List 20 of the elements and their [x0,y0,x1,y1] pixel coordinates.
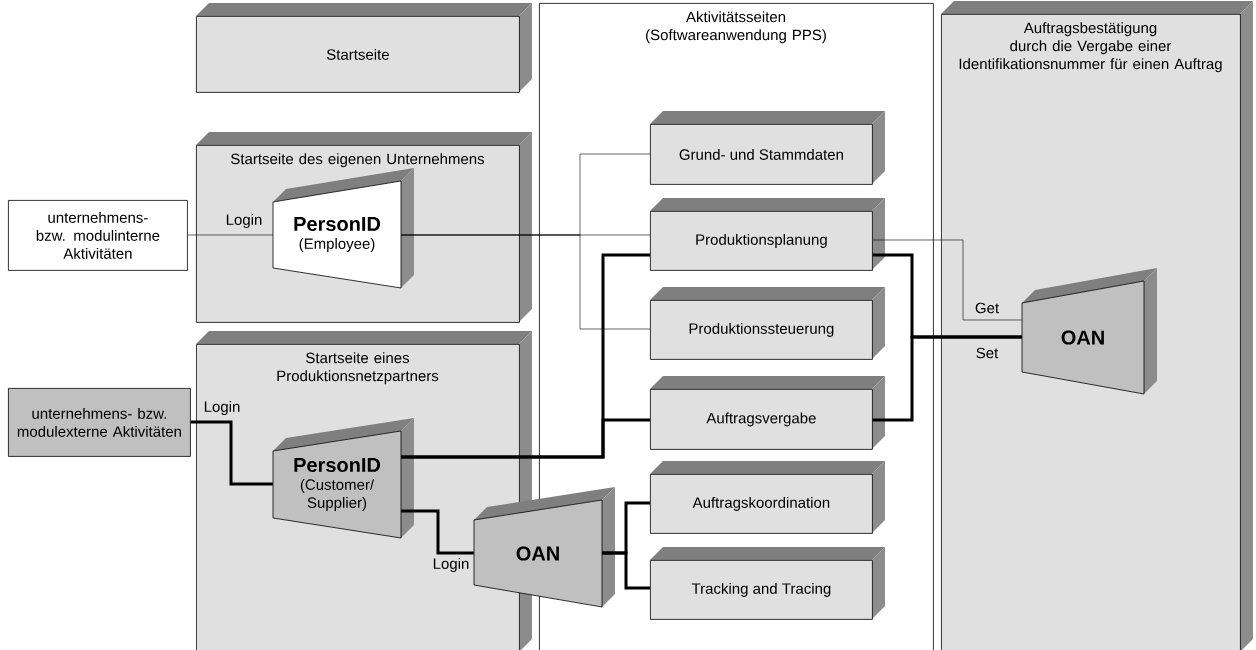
connector-line [190,420,273,486]
page-box: Produktionsplanung [650,198,885,271]
connector-line [872,335,1022,422]
activity-box: unternehmens- bzw. modulinterne Aktivitäten [8,200,188,271]
activity-box: unternehmens- bzw. modulexterne Aktivitäten [8,388,191,457]
page-box: Auftragskoordination [650,461,885,534]
page-box: Grund- und Stammdaten [650,111,885,185]
edge-label: Login [431,557,471,573]
edge-label: Login [202,400,242,416]
connector-line [401,418,650,459]
connector-line [872,239,1023,321]
page-box: Tracking and Tracing [650,547,885,620]
page-box: Startseite [196,3,532,93]
page-box: Auftragsvergabe [650,376,885,450]
connector-line [602,551,650,590]
connector-line [401,509,474,555]
page-box: Produktionssteuerung [650,287,885,360]
connector-line [400,234,651,330]
connector-line [187,234,274,236]
edge-label: Login [224,213,264,229]
